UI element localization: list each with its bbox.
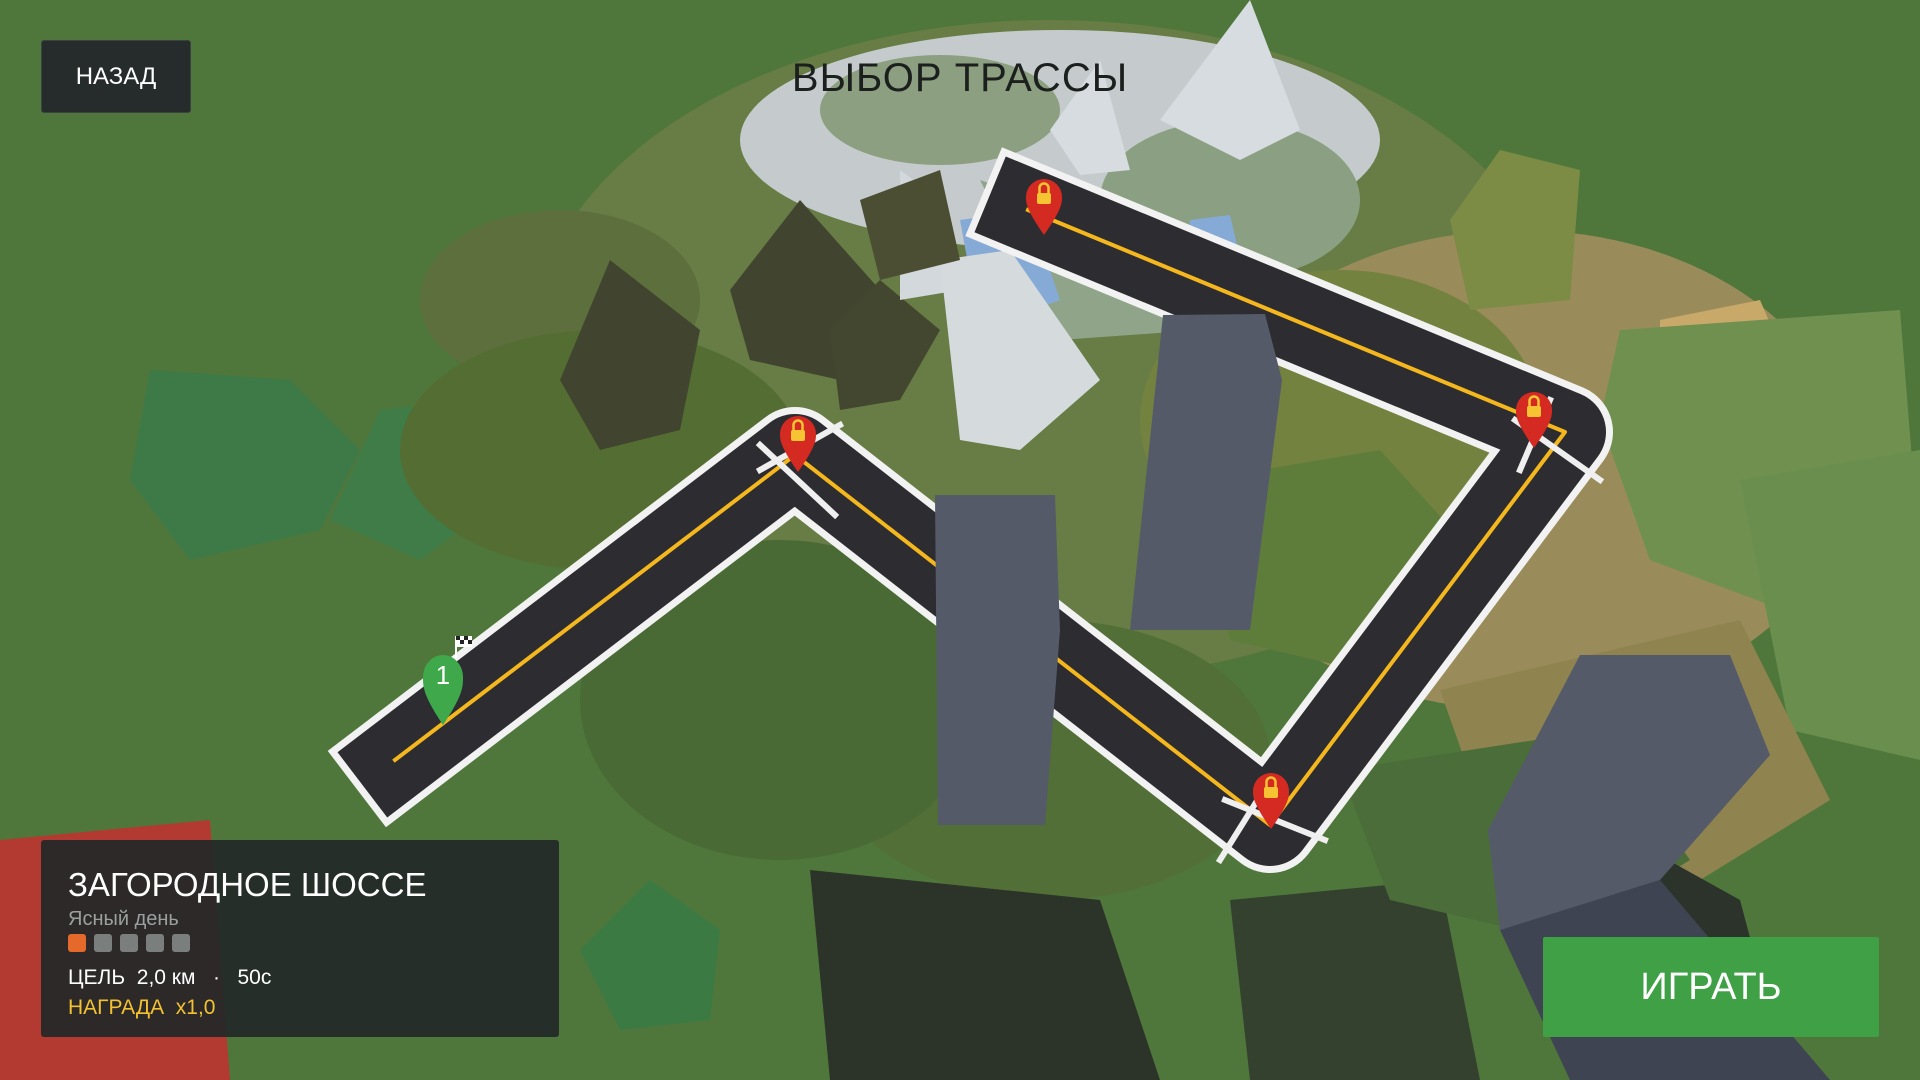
start-marker[interactable]: 1 [423, 655, 463, 725]
goal-distance: 2,0 км [136, 966, 196, 989]
track-info-panel: ЗАГОРОДНОЕ ШОССЕ Ясный день ЦЕЛЬ 2,0 км … [41, 840, 559, 1037]
difficulty-dot [146, 934, 164, 952]
reward-line: НАГРАДА x1,0 [68, 996, 215, 1020]
screen-title: ВЫБОР ТРАССЫ [791, 56, 1129, 100]
reward-label: НАГРАДА [68, 996, 165, 1019]
difficulty-dot [94, 934, 112, 952]
track-condition: Ясный день [68, 908, 179, 930]
back-button[interactable]: НАЗАД [41, 40, 191, 113]
start-marker-number: 1 [436, 660, 450, 690]
checkered-flag-icon [455, 636, 472, 658]
reward-value: x1,0 [175, 996, 216, 1019]
difficulty-dot [172, 934, 190, 952]
goal-label: ЦЕЛЬ [68, 966, 126, 989]
goal-separator: · [212, 966, 220, 989]
difficulty-dot [120, 934, 138, 952]
difficulty-dot [68, 934, 86, 952]
track-name: ЗАГОРОДНОЕ ШОССЕ [68, 866, 427, 903]
difficulty-indicator [68, 934, 190, 952]
goal-line: ЦЕЛЬ 2,0 км · 50с [68, 966, 271, 990]
goal-time: 50с [237, 966, 272, 989]
play-button[interactable]: ИГРАТЬ [1543, 937, 1879, 1037]
